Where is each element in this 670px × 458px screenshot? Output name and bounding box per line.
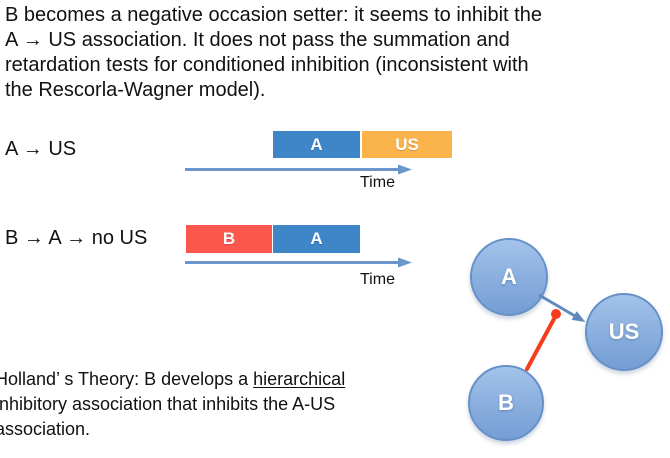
node-b: B xyxy=(468,365,544,441)
trial2-box-a-label: A xyxy=(310,229,323,248)
holland-line-1-underlined: hierarchical xyxy=(253,369,346,389)
trial1-stimulus-box-a: A xyxy=(273,131,360,158)
trial1-box-us-label: US xyxy=(395,134,419,154)
a-us-association-arrow xyxy=(538,293,586,323)
node-a: A xyxy=(470,238,548,316)
trial2-label: B → A → no US xyxy=(5,227,148,249)
node-us: US xyxy=(585,293,663,371)
holland-theory-text: Holland’ s Theory: B develops a hierarch… xyxy=(0,367,345,442)
node-us-label: US xyxy=(608,319,640,344)
intro-line-4: the Rescorla-Wagner model). xyxy=(5,79,266,101)
trial1-label: A → US xyxy=(5,138,77,160)
intro-line-1: B becomes a negative occasion setter: it… xyxy=(5,4,542,26)
inhibitory-endpoint-dot xyxy=(551,309,561,319)
trial2-stimulus-box-a: A xyxy=(273,225,360,253)
intro-line-2: A → US association. It does not pass the… xyxy=(5,29,510,51)
trial1-stimulus-box-us: US xyxy=(362,131,452,158)
holland-line-1-pre: Holland’ s Theory: B develops a xyxy=(0,369,254,389)
trial1-time-label: Time xyxy=(360,174,395,191)
b-inhibitory-link xyxy=(525,315,557,371)
node-b-label: B xyxy=(498,390,514,415)
intro-line-3: retardation tests for conditioned inhibi… xyxy=(5,54,529,76)
trial2-time-label: Time xyxy=(360,271,395,288)
holland-line-1: Holland’ s Theory: B develops a hierarch… xyxy=(0,367,345,392)
holland-line-2: inhibitory association that inhibits the… xyxy=(0,394,336,414)
trial2-box-b-label: B xyxy=(222,229,236,248)
trial1-box-a-label: A xyxy=(310,134,323,154)
node-a-label: A xyxy=(501,264,517,289)
holland-line-3: association. xyxy=(0,419,91,439)
intro-paragraph: B becomes a negative occasion setter: it… xyxy=(5,3,542,103)
trial2-stimulus-box-b: B xyxy=(186,225,272,253)
